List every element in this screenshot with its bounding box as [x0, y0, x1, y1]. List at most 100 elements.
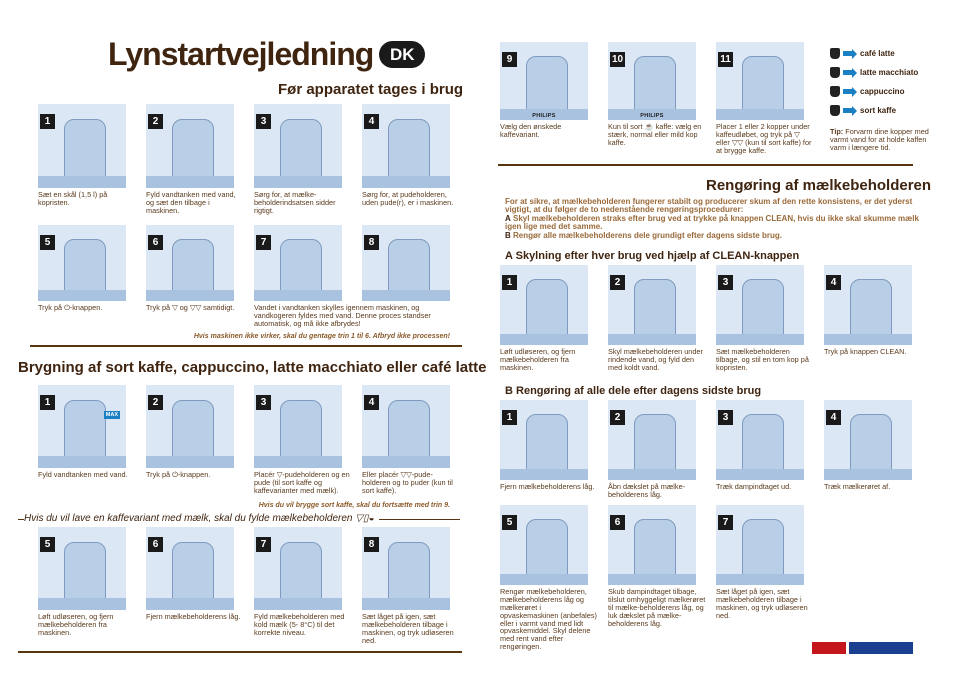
step-caption: Sørg for, at pudeholderen, uden pude(r),…: [362, 190, 454, 207]
divider: [498, 164, 913, 166]
step-illustration: 2: [608, 400, 696, 480]
step-number: 4: [364, 114, 379, 129]
step-illustration: 4: [824, 265, 912, 345]
tip: Tip: Forvarm dine kopper med varmt vand …: [830, 128, 930, 152]
machine-base: [146, 290, 234, 301]
machine-base: [500, 333, 588, 345]
step-number: 5: [40, 235, 55, 250]
coffee-machine-drawing: [280, 119, 322, 180]
machine-base: [38, 176, 126, 188]
step-caption: Rengør mælkebeholderen, mælkebeholderens…: [500, 587, 597, 652]
machine-base: [362, 598, 450, 610]
tip-label: Tip:: [830, 127, 844, 136]
coffee-machine-drawing: [850, 414, 892, 473]
step-number: 9: [502, 52, 517, 67]
step-number: 3: [256, 395, 271, 410]
coffee-machine-drawing: [388, 399, 430, 461]
step-number: 1: [502, 275, 517, 290]
point-b-letter: B: [505, 230, 511, 240]
step-illustration: 3: [254, 104, 342, 188]
step-caption: Tryk på ⏻-knappen.: [38, 303, 103, 312]
step-illustration: 3: [254, 385, 342, 468]
step-illustration: 6: [146, 527, 234, 610]
section-a-letter: A: [505, 250, 513, 262]
step-caption: Tryk på ▽ og ▽▽ samtidigt.: [146, 303, 235, 312]
latte-macchiato-icon: [830, 67, 840, 78]
tip-text: Forvarm dine kopper med varmt vand for a…: [830, 127, 929, 152]
step-illustration: 1: [500, 265, 588, 345]
black-coffee-icon: [830, 105, 840, 116]
point-b-text: Rengør alle mælkebeholderens dele grundi…: [513, 230, 782, 240]
language-badge: DK: [379, 40, 426, 68]
step-illustration: 11: [716, 42, 804, 120]
step-illustration: 3: [716, 265, 804, 345]
philips-logo: [849, 642, 913, 654]
step-number: 7: [256, 235, 271, 250]
step-number: 6: [610, 515, 625, 530]
legend-item: sort kaffe: [830, 105, 896, 116]
step-caption: Løft udløseren, og fjern mælkebeholderen…: [38, 612, 114, 637]
step-illustration: 7: [254, 225, 342, 301]
page-title: Lynstartvejledning: [108, 36, 374, 72]
step-number: 10: [610, 52, 625, 67]
machine-base: [716, 109, 804, 120]
point-a-letter: A: [505, 213, 511, 223]
machine-base: [254, 290, 342, 301]
machine-base: [716, 333, 804, 345]
machine-base: [608, 573, 696, 585]
step-illustration: 2: [146, 385, 234, 468]
step-number: 2: [148, 114, 163, 129]
coffee-machine-drawing: [388, 119, 430, 180]
step-illustration: 7: [254, 527, 342, 610]
step-number: 2: [148, 395, 163, 410]
step-caption: Sæt låget på igen, sæt mælkebeholderen t…: [362, 612, 454, 645]
step-caption: Vandet i vandtanken skylles igennem mask…: [254, 303, 431, 328]
step-number: 7: [718, 515, 733, 530]
milk-intro-text: Hvis du vil lave en kaffevariant med mæl…: [24, 513, 353, 524]
coffee-machine-drawing: [742, 279, 784, 338]
before-use-heading: Før apparatet tages i brug: [278, 81, 464, 98]
merrild-logo: [812, 642, 846, 654]
step-caption: Skyl mælkebeholderen under rindende vand…: [608, 347, 703, 372]
step-caption: Åbn dækslet på mælke-beholderens låg.: [608, 482, 686, 499]
step-number: 4: [826, 275, 841, 290]
machine-base: [38, 598, 126, 610]
step-caption: Placér ▽-pudeholderen og en pude (til so…: [254, 470, 350, 495]
machine-base: [254, 176, 342, 188]
step-number: 6: [148, 235, 163, 250]
step-caption: Fjern mælkebeholderens låg.: [146, 612, 241, 621]
coffee-machine-drawing: [634, 279, 676, 338]
brewing-heading: Brygning af sort kaffe, cappuccino, latt…: [18, 359, 487, 376]
legend-label: latte macchiato: [860, 68, 919, 77]
step-illustration: 5: [500, 505, 588, 585]
arrow-right-icon: [843, 105, 857, 116]
restart-warning: Hvis maskinen ikke virker, skal du genta…: [193, 333, 450, 340]
coffee-machine-drawing: [742, 519, 784, 578]
step-caption: Træk dampindtaget ud.: [716, 482, 792, 491]
machine-base: [362, 176, 450, 188]
step-number: 7: [256, 537, 271, 552]
step-caption: Fyld mælkebeholderen med kold mælk (5- 8…: [254, 612, 345, 637]
step-caption: Sæt en skål (1,5 l) på kopristen.: [38, 190, 108, 207]
coffee-machine-drawing: [172, 119, 214, 180]
coffee-machine-drawing: [172, 238, 214, 294]
legend-label: sort kaffe: [860, 106, 897, 115]
machine-base: [38, 290, 126, 301]
section-b-heading: B Rengøring af alle dele efter dagens si…: [505, 385, 761, 397]
machine-base: [824, 333, 912, 345]
step-number: 1: [40, 395, 55, 410]
milk-drinks-icon: ▽▯◒: [355, 513, 375, 524]
coffee-machine-drawing: [742, 56, 784, 113]
step-caption: Sørg for, at mælke-beholderindsatsen sid…: [254, 190, 336, 215]
step-number: 8: [364, 235, 379, 250]
divider: [30, 345, 462, 347]
step-illustration: 4: [362, 385, 450, 468]
step-number: 2: [610, 410, 625, 425]
machine-base: [500, 109, 588, 120]
machine-base: [146, 456, 234, 468]
coffee-machine-drawing: [280, 238, 322, 294]
step-caption: Placer 1 eller 2 kopper under kaffeudløb…: [716, 122, 812, 155]
